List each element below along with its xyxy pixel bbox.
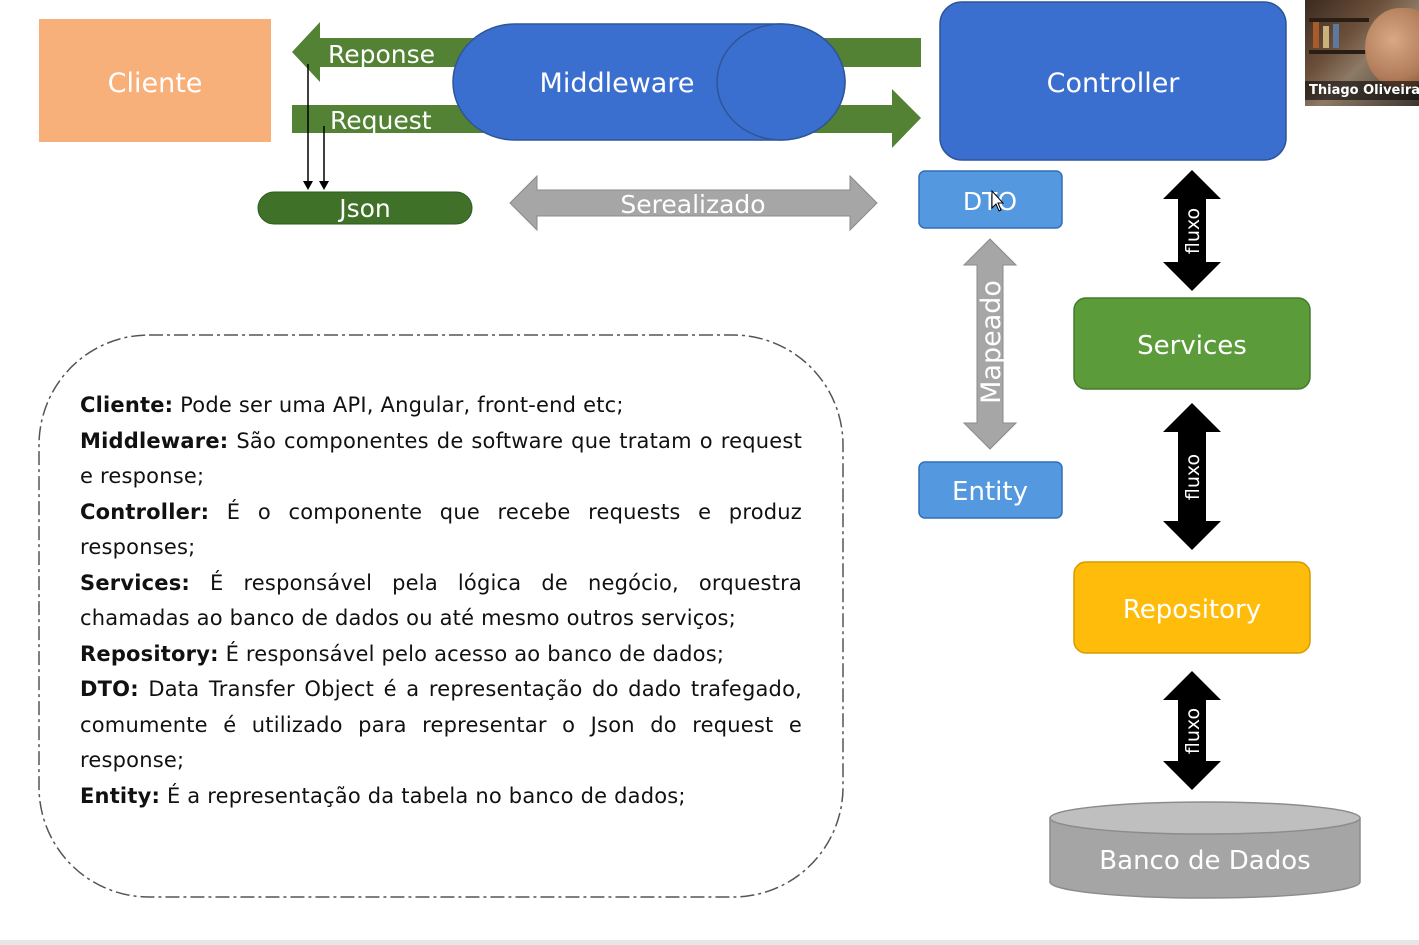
definition-term: Controller:: [80, 499, 210, 524]
definition-item: Services: É responsável pela lógica de n…: [80, 566, 802, 637]
definition-item: DTO: Data Transfer Object é a representa…: [80, 672, 802, 779]
definition-term: Services:: [80, 570, 190, 595]
definition-text: São componentes de software que tratam o…: [80, 428, 802, 489]
webcam-video-tile[interactable]: Thiago Oliveira: [1305, 0, 1419, 106]
definition-text: Data Transfer Object é a representação d…: [80, 677, 802, 772]
participant-avatar: [1365, 8, 1419, 88]
book-decoration: [1313, 22, 1319, 48]
services-box: [1073, 297, 1311, 390]
fluxo-arrow-1: [1163, 170, 1221, 291]
repository-box: [1073, 561, 1311, 654]
definition-term: Repository:: [80, 641, 219, 666]
mapeado-label: Mapeado: [976, 280, 1007, 404]
definition-text: É o componente que recebe requests e pro…: [80, 499, 802, 560]
serealizado-arrow: [509, 174, 878, 232]
definition-item: Repository: É responsável pelo acesso ao…: [80, 637, 802, 673]
repository-label: Repository: [1123, 595, 1261, 625]
banco-cylinder: [1049, 801, 1361, 899]
definition-item: Entity: É a representação da tabela no b…: [80, 779, 802, 815]
definition-term: Middleware:: [80, 428, 229, 453]
entity-box: [918, 461, 1063, 519]
middleware-cylinder: [452, 23, 846, 141]
request-label: Request: [330, 106, 432, 135]
definitions-list: Cliente: Pode ser uma API, Angular, fron…: [80, 388, 802, 814]
controller-box: [939, 1, 1287, 161]
services-label: Services: [1137, 331, 1247, 361]
definition-item: Controller: É o componente que recebe re…: [80, 495, 802, 566]
fluxo-label-1: fluxo: [1182, 208, 1204, 254]
middleware-label: Middleware: [540, 68, 695, 99]
fluxo-label-3: fluxo: [1182, 708, 1204, 754]
json-pill: [257, 191, 473, 225]
dto-label: DTO: [963, 187, 1017, 216]
fluxo-label-2: fluxo: [1182, 454, 1204, 500]
bookshelf-decoration: [1309, 50, 1369, 54]
cliente-box: [39, 19, 271, 142]
entity-label: Entity: [952, 477, 1028, 507]
banco-label: Banco de Dados: [1099, 846, 1310, 876]
definition-text: É a representação da tabela no banco de …: [160, 783, 686, 808]
mouse-cursor-icon: [991, 189, 1005, 212]
definition-term: Cliente:: [80, 393, 174, 417]
book-decoration: [1333, 24, 1339, 48]
controller-label: Controller: [1047, 68, 1181, 99]
fluxo-arrow-3: [1163, 671, 1221, 790]
definitions-frame: [38, 334, 844, 898]
json-pointer-arrows: [303, 64, 329, 190]
definition-term: Entity:: [80, 783, 161, 808]
bookshelf-decoration: [1309, 18, 1369, 22]
definition-item: Cliente: Pode ser uma API, Angular, fron…: [80, 388, 802, 424]
book-decoration: [1323, 26, 1329, 48]
dto-box: [918, 170, 1063, 229]
definition-text: Pode ser uma API, Angular, front-end etc…: [173, 393, 624, 417]
serealizado-label: Serealizado: [620, 190, 765, 219]
participant-name: Thiago Oliveira: [1305, 81, 1419, 100]
definition-text: É responsável pelo acesso ao banco de da…: [218, 641, 725, 666]
reponse-label: Reponse: [328, 40, 435, 69]
mapeado-arrow: [962, 238, 1018, 450]
cliente-label: Cliente: [108, 68, 203, 99]
definition-term: DTO:: [80, 677, 139, 701]
fluxo-arrow-2: [1163, 403, 1221, 550]
definition-item: Middleware: São componentes de software …: [80, 424, 802, 495]
json-label: Json: [337, 194, 391, 223]
bottom-edge-bar: [0, 940, 1419, 945]
definition-text: É responsável pela lógica de negócio, or…: [80, 570, 802, 631]
